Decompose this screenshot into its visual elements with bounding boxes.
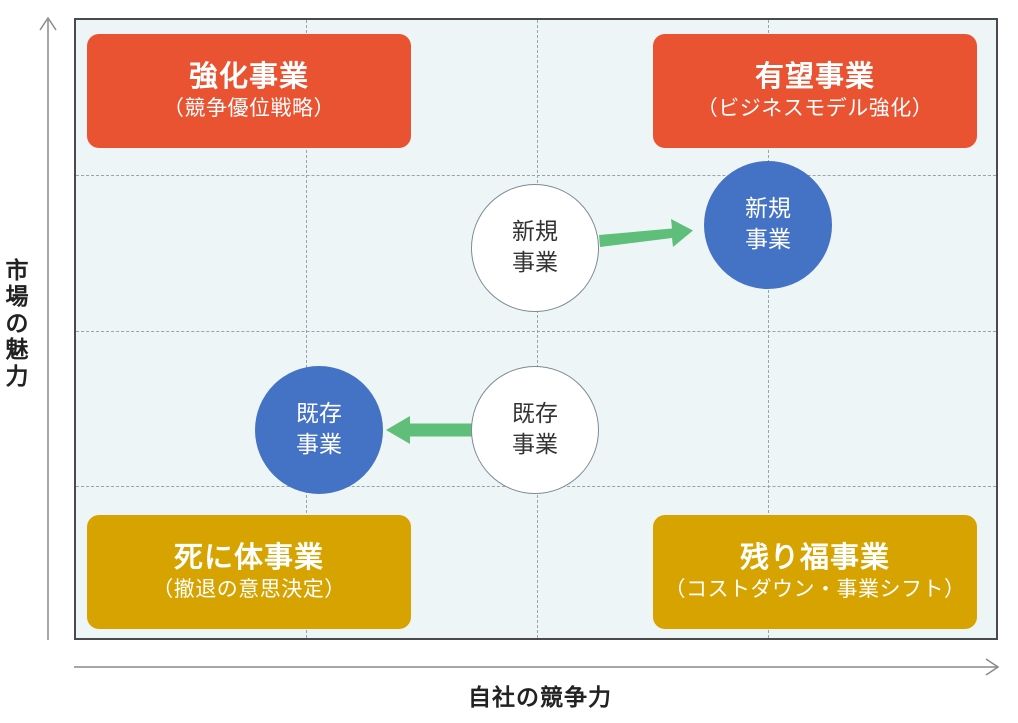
node-label: 事業: [296, 432, 342, 458]
quadrant-dying-business: 死に体事業 （撤退の意思決定）: [87, 515, 411, 629]
quadrant-subtitle: （ビジネスモデル強化）: [696, 96, 934, 121]
quadrant-title: 有望事業: [754, 59, 875, 94]
arrow-existing-business-left: [386, 416, 472, 444]
node-new-business-target: 新規 事業: [704, 161, 832, 289]
quadrant-subtitle: （コストダウン・事業シフト）: [664, 577, 966, 602]
grid-line-horizontal: [76, 175, 996, 176]
node-label: 事業: [512, 432, 558, 458]
grid-line-vertical: [306, 20, 307, 638]
node-label: 既存: [512, 400, 558, 427]
quadrant-promising-business: 有望事業 （ビジネスモデル強化）: [653, 34, 977, 148]
node-new-business-current: 新規 事業: [471, 184, 599, 312]
node-label: 事業: [745, 227, 791, 253]
grid-line-vertical: [768, 20, 769, 638]
grid-line-vertical: [537, 20, 538, 638]
y-axis-title-char: 魅: [5, 337, 29, 364]
quadrant-strengthen-business: 強化事業 （競争優位戦略）: [87, 34, 411, 148]
quadrant-title: 死に体事業: [173, 540, 324, 575]
y-axis-title-char: 場: [5, 284, 29, 311]
y-axis-title-char: の: [5, 310, 29, 337]
node-label: 既存: [296, 400, 342, 427]
node-label: 新規: [745, 195, 791, 222]
node-label: 新規: [512, 218, 558, 245]
y-axis-arrowhead: [39, 16, 57, 31]
y-axis-title-char: 市: [5, 258, 29, 284]
node-existing-business-current: 既存 事業: [471, 366, 599, 494]
x-axis-arrowhead: [985, 658, 1000, 676]
quadrant-subtitle: （競争優位戦略）: [163, 96, 335, 121]
quadrant-title: 残り福事業: [739, 540, 890, 575]
node-existing-business-target: 既存 事業: [255, 366, 383, 494]
y-axis-title: 市 場 の 魅 力: [4, 258, 30, 390]
node-label: 事業: [512, 250, 558, 276]
y-axis-title-char: 力: [5, 363, 29, 390]
quadrant-subtitle: （撤退の意思決定）: [152, 577, 346, 602]
quadrant-leftover-business: 残り福事業 （コストダウン・事業シフト）: [653, 515, 977, 629]
grid-line-horizontal: [76, 331, 996, 332]
x-axis-title: 自社の競争力: [468, 685, 612, 711]
quadrant-title: 強化事業: [188, 59, 309, 94]
arrow-new-business-right: [599, 219, 693, 247]
